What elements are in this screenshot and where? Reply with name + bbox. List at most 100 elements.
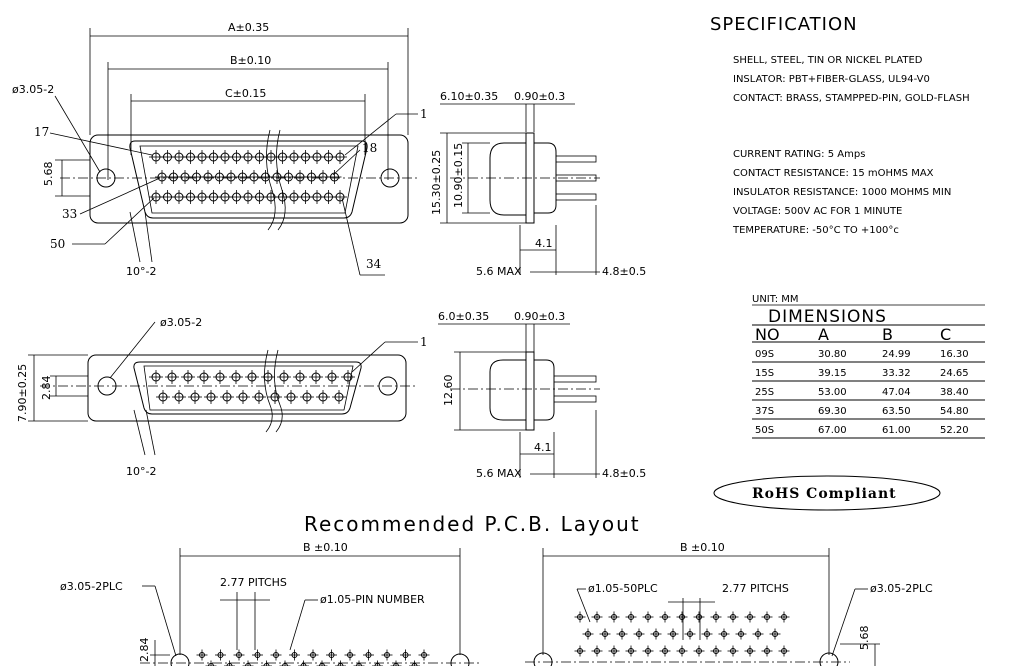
pcb-pin [744, 645, 756, 657]
pcb-layout-left: B ±0.10 ø3.05-2PLC 2.77 PITCHS ø1.05-PIN… [60, 541, 480, 666]
dim-568-label: 5.68 [42, 162, 55, 187]
dim-cell: 33.32 [882, 368, 911, 379]
pcb-left-hole: ø3.05-2PLC [60, 580, 123, 593]
pcb-pin [608, 645, 620, 657]
pcb-pin [307, 649, 319, 661]
pcb-pin [778, 611, 790, 623]
front-view-top: A±0.35 B±0.10 C±0.15 5.68 ø3.05-2 [12, 21, 428, 278]
pin [293, 370, 307, 384]
pin-18-label: 18 [362, 141, 377, 155]
pcb-pin [242, 660, 254, 666]
rohs-label: RoHS Compliant [752, 486, 897, 502]
dim2-h1: 7.90±0.25 [16, 364, 29, 422]
pin [229, 190, 244, 204]
dimensions-title: DIMENSIONS [768, 307, 887, 327]
rating-line: TEMPERATURE: -50°C TO +100°c [732, 225, 899, 236]
pcb-right-h: 5.68 [858, 626, 871, 651]
pin [197, 370, 211, 384]
pin [172, 190, 186, 204]
dim-cell: 16.30 [940, 349, 969, 360]
pcb-left-pitch: 2.77 PITCHS [220, 576, 287, 589]
pcb-right-hole: ø3.05-2PLC [870, 582, 933, 595]
dim-col-header: C [940, 325, 951, 344]
dim-cell: 24.99 [882, 349, 911, 360]
dim-col-header: NO [755, 325, 780, 344]
side2-h1: 12.60 [442, 375, 455, 407]
pcb-pin [591, 645, 603, 657]
pin [277, 370, 291, 384]
pcb-pin [701, 628, 713, 640]
pin-17-label: 17 [34, 125, 49, 139]
pcb-pin [778, 645, 790, 657]
pin-grid-middle [149, 370, 355, 404]
pcb-layout-right: B ±0.10 ø1.05-50PLC 2.77 PITCHS ø3.05-2P… [525, 541, 933, 666]
pin [284, 390, 298, 404]
pcb-pin [727, 611, 739, 623]
angle-label: 10°-2 [126, 265, 156, 278]
side2-w2: 5.6 MAX [476, 467, 522, 480]
pcb-pin [390, 660, 402, 666]
pcb-pin [761, 611, 773, 623]
dim-cell: 52.20 [940, 425, 969, 436]
shell-outline [129, 140, 368, 219]
pcb-pin [761, 645, 773, 657]
pcb-pin [769, 628, 781, 640]
pin [220, 390, 234, 404]
pin2-1-label: 1 [420, 335, 428, 349]
rohs-badge: RoHS Compliant [713, 475, 941, 511]
side2-d2: 0.90±0.3 [514, 310, 565, 323]
pin [300, 390, 314, 404]
flange-outline [89, 134, 409, 224]
pcb-pin [693, 611, 705, 623]
pcb-pin [642, 645, 654, 657]
dim-cell: 24.65 [940, 368, 969, 379]
spec-line: SHELL, STEEL, TIN OR NICKEL PLATED [733, 55, 923, 66]
pcb-right-pin: ø1.05-50PLC [588, 582, 658, 595]
pcb-pin [261, 660, 272, 666]
spec-line: INSLATOR: PBT+FIBER-GLASS, UL94-V0 [733, 74, 930, 85]
side2-w3: 4.8±0.5 [602, 467, 646, 480]
pin [156, 390, 170, 404]
pcb-pin [608, 611, 620, 623]
pcb-pin [684, 628, 696, 640]
pin [268, 390, 282, 404]
pcb-left-h: 2.84 [138, 638, 151, 663]
dim-cell: 69.30 [818, 406, 847, 417]
pin-grid-top [149, 150, 347, 204]
spec-title: SPECIFICATION [710, 14, 858, 35]
pin [275, 190, 290, 204]
pcb-pin [752, 628, 764, 640]
spec-line: CONTACT: BRASS, STAMPPED-PIN, GOLD-FLASH [733, 93, 970, 104]
dim-cell: 50S [755, 425, 774, 436]
specification-block: SPECIFICATION SHELL, STEEL, TIN OR NICKE… [710, 14, 970, 236]
pcb-pin [344, 649, 356, 661]
pcb-pin [718, 628, 730, 640]
pcb-pin [298, 660, 309, 666]
pcb-right-pitch: 2.77 PITCHS [722, 582, 789, 595]
pcb-pin [279, 660, 291, 666]
pin [172, 390, 186, 404]
dim-cell: 15S [755, 368, 774, 379]
pcb-pin [418, 649, 430, 661]
dim-cell: 38.40 [940, 387, 969, 398]
pin [333, 150, 347, 164]
pcb-pin [252, 649, 263, 661]
pcb-pin [710, 645, 722, 657]
front-view-middle: ø3.05-2 1 7.90±0.25 2.84 10°-2 [16, 316, 428, 478]
pcb-pin [591, 611, 603, 623]
pcb-pin [727, 645, 739, 657]
hole-label: ø3.05-2 [12, 83, 54, 96]
pcb-pin [270, 649, 282, 661]
pin [252, 390, 266, 404]
pcb-pin [693, 645, 705, 657]
pin [316, 390, 330, 404]
pcb-left-b: B ±0.10 [303, 541, 348, 554]
pcb-pin [599, 628, 611, 640]
rating-line: CONTACT RESISTANCE: 15 mOHMS MAX [733, 168, 934, 179]
pcb-pin [625, 611, 637, 623]
pcb-pin [710, 611, 722, 623]
dim-col-header: B [882, 325, 893, 344]
side2-flange [525, 351, 535, 431]
